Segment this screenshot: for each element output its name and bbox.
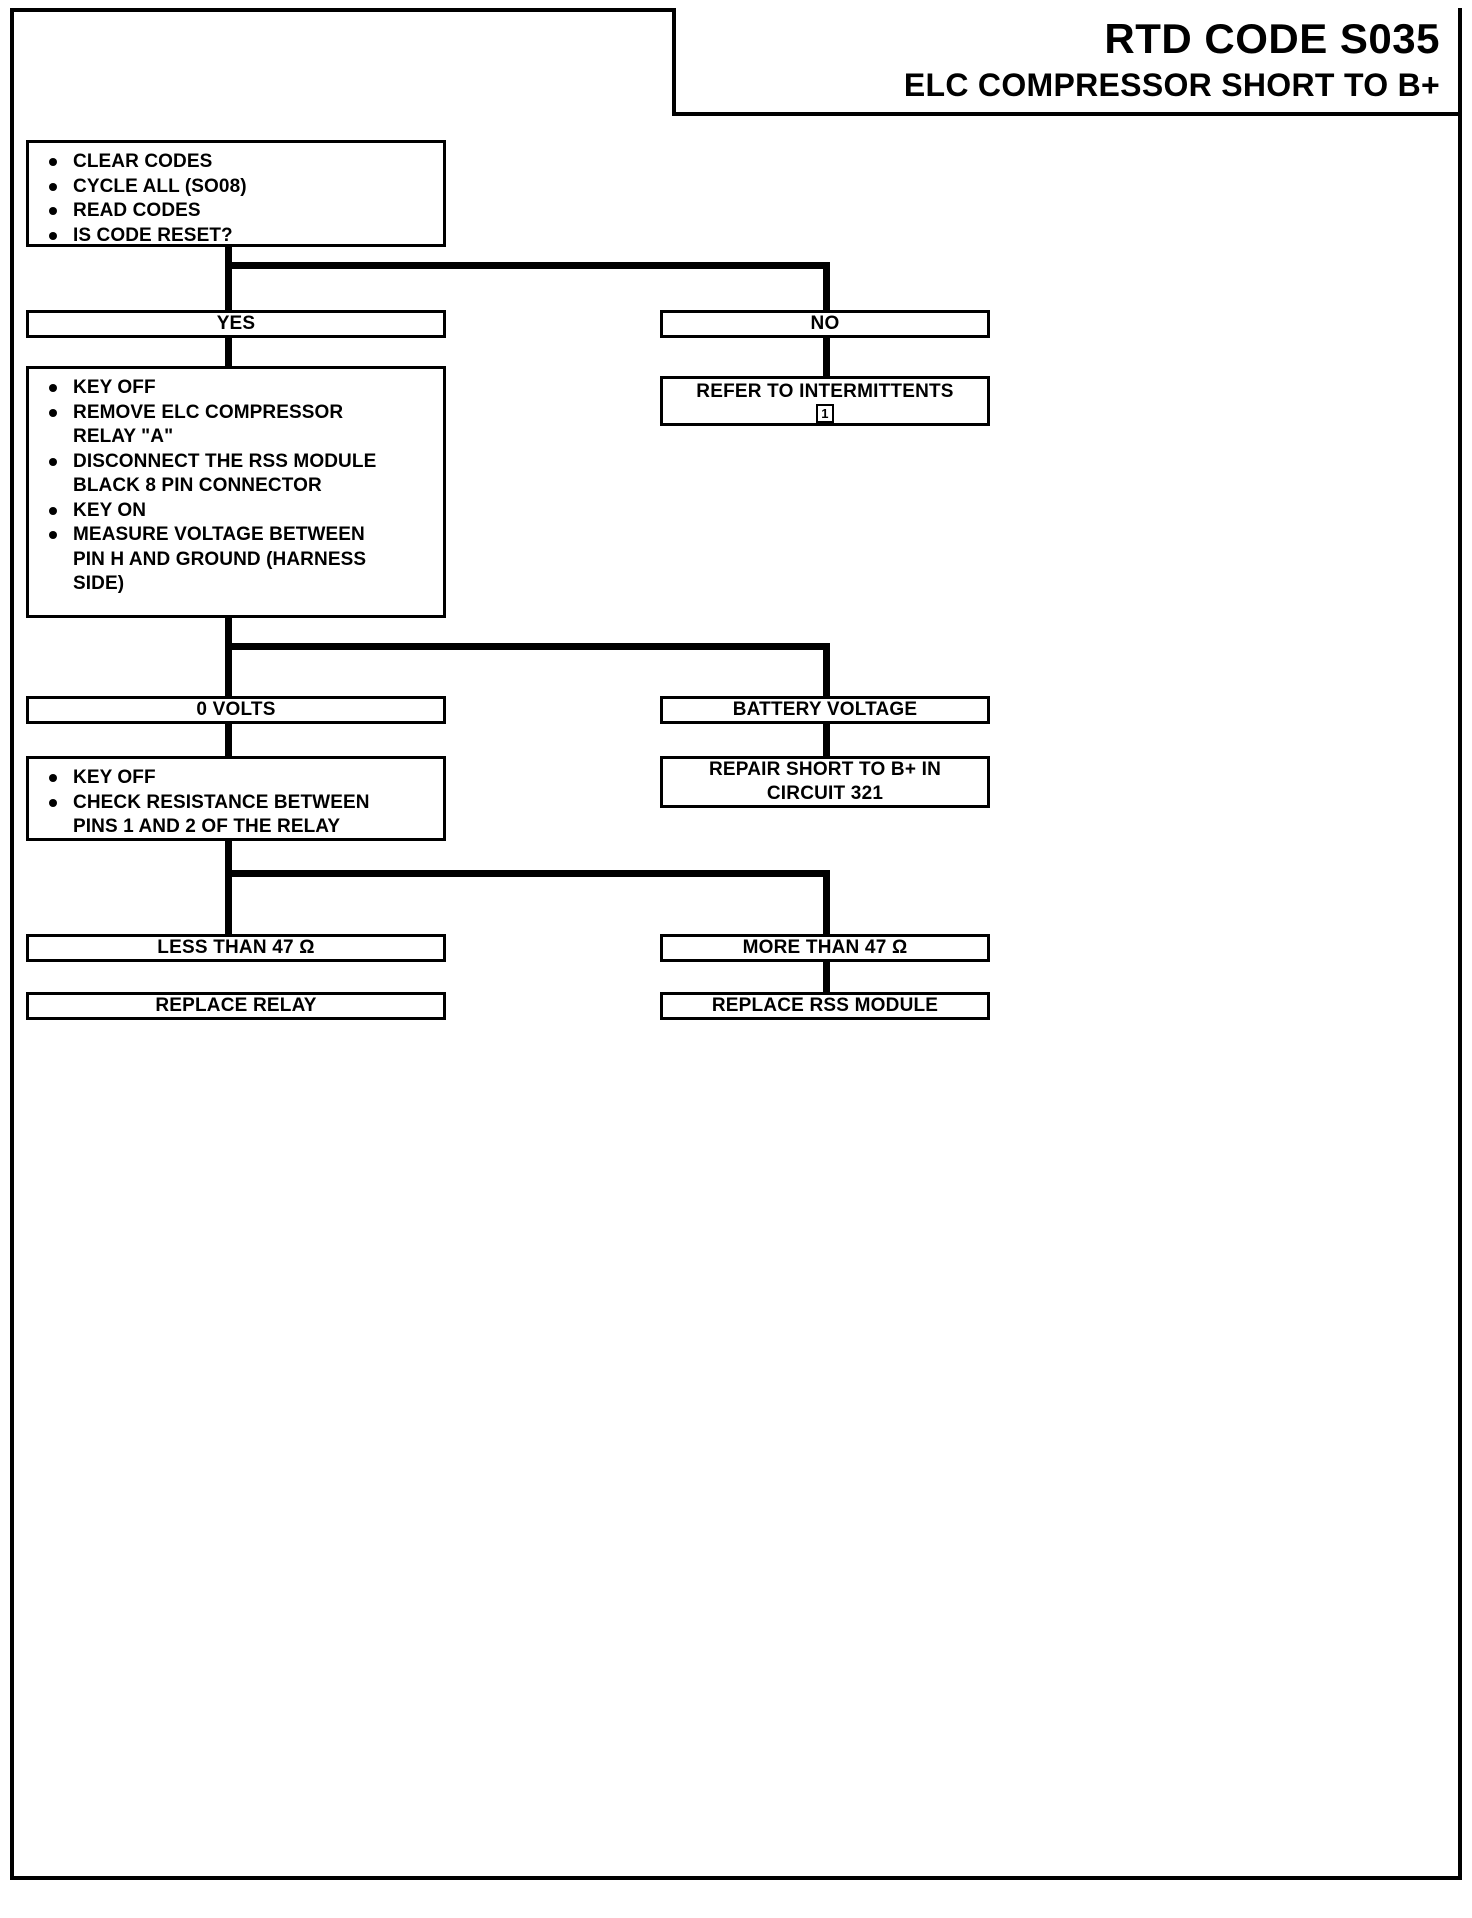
connector-yes-to-step2 xyxy=(225,338,232,368)
page-border-right xyxy=(1458,8,1462,1880)
connector-step1-down xyxy=(225,247,232,269)
result-refer-to-intermittents: REFER TO INTERMITTENTS 1 xyxy=(660,376,990,426)
list-item: CHECK RESISTANCE BETWEEN PINS 1 AND 2 OF… xyxy=(39,791,435,840)
list-item: CLEAR CODES xyxy=(39,150,435,175)
branch-label-no: NO xyxy=(660,310,990,338)
header-title-block: RTD CODE S035 ELC COMPRESSOR SHORT TO B+ xyxy=(672,8,1458,116)
connector-step3-down xyxy=(225,841,232,877)
reference-marker: 1 xyxy=(816,403,834,423)
list-item: KEY ON xyxy=(39,499,435,524)
branch-label-more-than-47-ohm: MORE THAN 47 Ω xyxy=(660,934,990,962)
result-repair-short: REPAIR SHORT TO B+ IN CIRCUIT 321 xyxy=(660,756,990,808)
connector-step1-horizontal xyxy=(225,262,830,269)
result-replace-relay: REPLACE RELAY xyxy=(26,992,446,1020)
page-border-bottom xyxy=(10,1876,1462,1880)
connector-battery-down xyxy=(823,643,830,699)
step-initial-check: CLEAR CODES CYCLE ALL (SO08) READ CODES … xyxy=(26,140,446,247)
branch-label-less-than-47-ohm: LESS THAN 47 Ω xyxy=(26,934,446,962)
list-item: IS CODE RESET? xyxy=(39,224,435,249)
step-voltage-measurement-list: KEY OFF REMOVE ELC COMPRESSOR RELAY "A" … xyxy=(39,376,435,597)
branch-label-zero-volts: 0 VOLTS xyxy=(26,696,446,724)
list-item: READ CODES xyxy=(39,199,435,224)
connector-battery-to-repair xyxy=(823,724,830,758)
page-subtitle: ELC COMPRESSOR SHORT TO B+ xyxy=(903,67,1440,103)
connector-lessthan-down xyxy=(225,870,232,937)
connector-step2-horizontal xyxy=(225,643,830,650)
connector-yes-down xyxy=(225,262,232,310)
list-item: REMOVE ELC COMPRESSOR RELAY "A" xyxy=(39,401,435,450)
repair-line-2: CIRCUIT 321 xyxy=(766,783,884,804)
repair-line-1: REPAIR SHORT TO B+ IN xyxy=(708,759,942,780)
step-initial-check-list: CLEAR CODES CYCLE ALL (SO08) READ CODES … xyxy=(39,150,435,248)
page-title: RTD CODE S035 xyxy=(1104,15,1440,62)
page-border-left xyxy=(10,8,14,1880)
connector-no-down xyxy=(823,262,830,310)
list-item: CYCLE ALL (SO08) xyxy=(39,175,435,200)
connector-no-to-result xyxy=(823,338,830,380)
connector-morethan-down xyxy=(823,870,830,937)
list-item: KEY OFF xyxy=(39,766,435,791)
list-item: DISCONNECT THE RSS MODULE BLACK 8 PIN CO… xyxy=(39,450,435,499)
step-resistance-check: KEY OFF CHECK RESISTANCE BETWEEN PINS 1 … xyxy=(26,756,446,841)
connector-step2-down xyxy=(225,618,232,650)
list-item: KEY OFF xyxy=(39,376,435,401)
branch-label-battery-voltage: BATTERY VOLTAGE xyxy=(660,696,990,724)
connector-morethan-to-final xyxy=(823,962,830,994)
result-replace-rss-module: REPLACE RSS MODULE xyxy=(660,992,990,1020)
step-voltage-measurement: KEY OFF REMOVE ELC COMPRESSOR RELAY "A" … xyxy=(26,366,446,618)
connector-zerovolts-to-step3 xyxy=(225,724,232,758)
list-item: MEASURE VOLTAGE BETWEEN PIN H AND GROUND… xyxy=(39,523,435,597)
connector-zerovolts-down xyxy=(225,643,232,699)
result-refer-text: REFER TO INTERMITTENTS xyxy=(696,380,954,402)
connector-step3-horizontal xyxy=(225,870,830,877)
branch-label-yes: YES xyxy=(26,310,446,338)
step-resistance-check-list: KEY OFF CHECK RESISTANCE BETWEEN PINS 1 … xyxy=(39,766,435,840)
